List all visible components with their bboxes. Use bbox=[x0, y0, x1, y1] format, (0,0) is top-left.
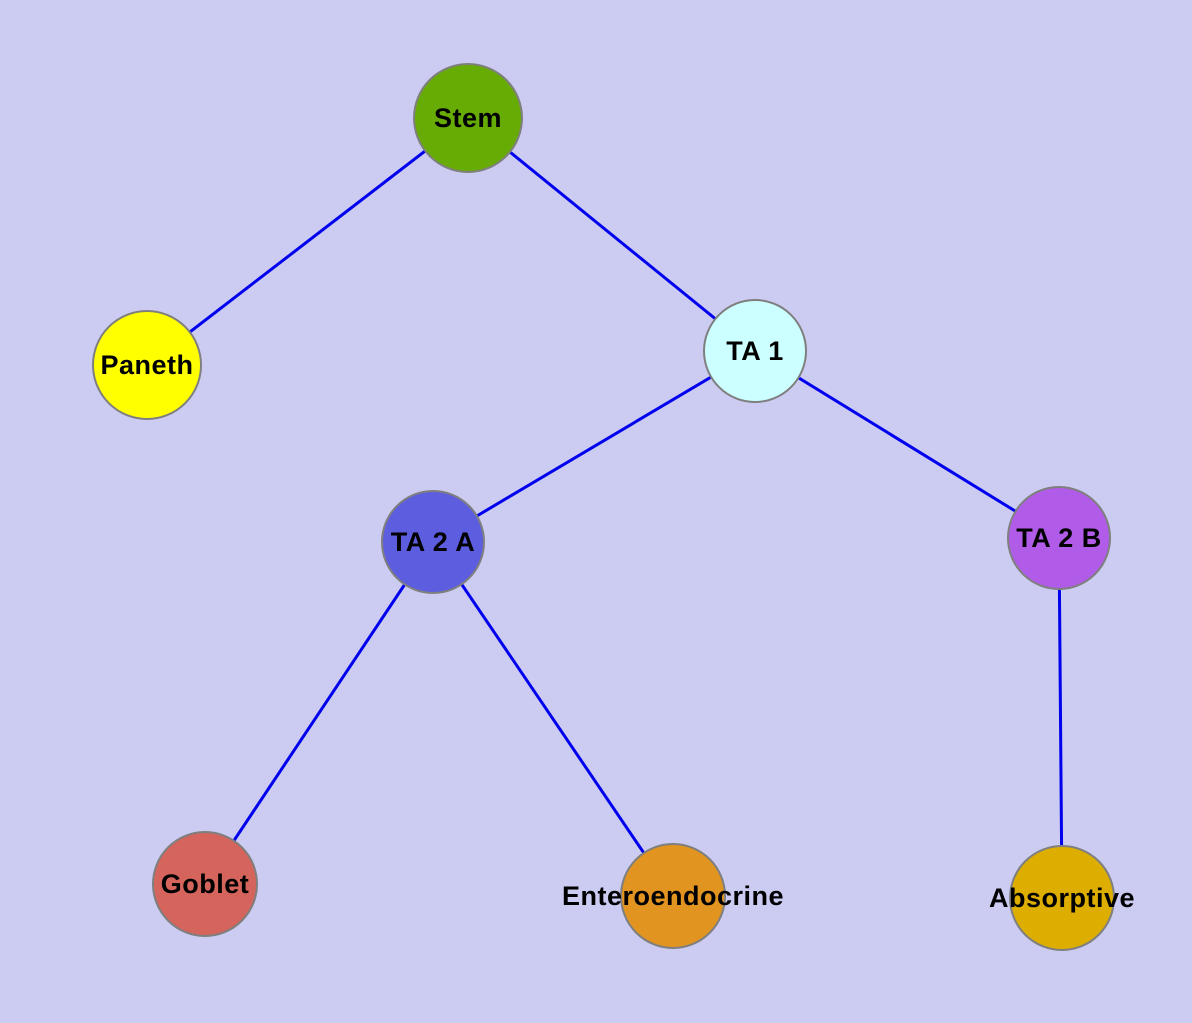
edge-ta2a-enteroendocrine bbox=[431, 541, 675, 897]
node-label-ta2b: TA 2 B bbox=[1016, 522, 1102, 553]
edge-ta2b-absorptive bbox=[1057, 537, 1064, 899]
node-label-enteroendocrine: Enteroendocrine bbox=[561, 880, 785, 911]
edge-stem-paneth bbox=[146, 116, 469, 367]
node-enteroendocrine: Enteroendocrine bbox=[562, 843, 784, 949]
node-stem: Stem bbox=[413, 63, 523, 173]
node-paneth: Paneth bbox=[92, 310, 202, 420]
node-label-ta1: TA 1 bbox=[726, 335, 784, 366]
edge-ta2a-goblet bbox=[203, 541, 435, 885]
node-absorptive: Absorptive bbox=[989, 845, 1135, 951]
edge-stem-ta1 bbox=[467, 116, 756, 353]
node-goblet: Goblet bbox=[152, 831, 258, 937]
node-ta2a: TA 2 A bbox=[381, 490, 485, 594]
node-label-ta2a: TA 2 A bbox=[390, 526, 476, 557]
node-label-paneth: Paneth bbox=[100, 349, 194, 380]
node-label-stem: Stem bbox=[433, 102, 503, 133]
edge-ta1-ta2a bbox=[432, 349, 756, 544]
node-label-absorptive: Absorptive bbox=[988, 882, 1136, 913]
node-label-goblet: Goblet bbox=[160, 868, 250, 899]
node-ta1: TA 1 bbox=[703, 299, 807, 403]
edge-ta1-ta2b bbox=[754, 349, 1060, 540]
node-ta2b: TA 2 B bbox=[1007, 486, 1111, 590]
